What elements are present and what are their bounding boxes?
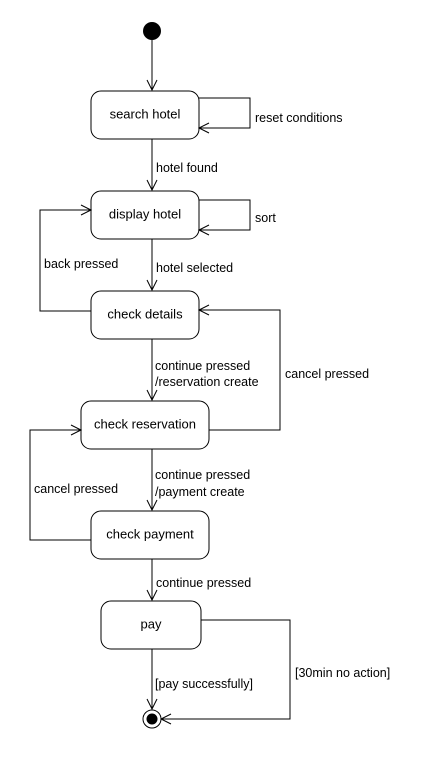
initial-node — [143, 22, 161, 40]
arrow-head — [146, 389, 158, 402]
edge-back-pressed — [39, 209, 91, 312]
label-sort: sort — [255, 211, 276, 225]
edge-cancel-pressed-right — [199, 309, 281, 431]
arrow-head — [197, 122, 210, 134]
arrow-head — [146, 179, 158, 192]
arrow-head — [146, 589, 158, 602]
state-label: check reservation — [94, 416, 196, 431]
label-reset-conditions: reset conditions — [255, 111, 343, 125]
state-label: display hotel — [109, 206, 181, 221]
arrow-head — [197, 224, 210, 236]
label-cancel-pressed-left: cancel pressed — [34, 482, 118, 496]
label-payment-create: /payment create — [155, 485, 245, 499]
label-back-pressed: back pressed — [44, 257, 118, 271]
arrow-head — [146, 279, 158, 292]
label-timeout: [30min no action] — [295, 666, 390, 680]
label-hotel-selected: hotel selected — [156, 261, 233, 275]
state-search-hotel: search hotel — [90, 90, 200, 140]
edge-timeout — [161, 619, 291, 720]
edge-reset-conditions — [199, 97, 251, 129]
arrow-head — [70, 424, 83, 436]
state-display-hotel: display hotel — [90, 190, 200, 240]
state-label: search hotel — [110, 106, 181, 121]
label-pay-successfully: [pay successfully] — [155, 677, 253, 691]
arrow-head — [197, 304, 210, 316]
arrow-head — [80, 204, 93, 216]
state-label: pay — [141, 616, 162, 631]
state-label: check details — [107, 306, 183, 321]
state-pay: pay — [100, 600, 202, 650]
label-continue-pressed-1: continue pressed — [155, 359, 250, 373]
arrow-head — [146, 79, 158, 92]
edge-cancel-pressed-left — [29, 429, 91, 541]
state-label: check payment — [106, 526, 194, 541]
label-continue-pressed-2: continue pressed — [155, 468, 250, 482]
state-check-reservation: check reservation — [80, 400, 210, 450]
label-cancel-pressed-right: cancel pressed — [285, 367, 369, 381]
edge-sort — [199, 199, 251, 231]
label-continue-pressed-3: continue pressed — [156, 576, 251, 590]
label-reservation-create: /reservation create — [155, 375, 259, 389]
label-hotel-found: hotel found — [156, 161, 218, 175]
arrow-head — [146, 698, 158, 711]
final-node — [142, 709, 162, 729]
arrow-head — [146, 499, 158, 512]
state-check-payment: check payment — [90, 510, 210, 560]
state-check-details: check details — [90, 290, 200, 340]
